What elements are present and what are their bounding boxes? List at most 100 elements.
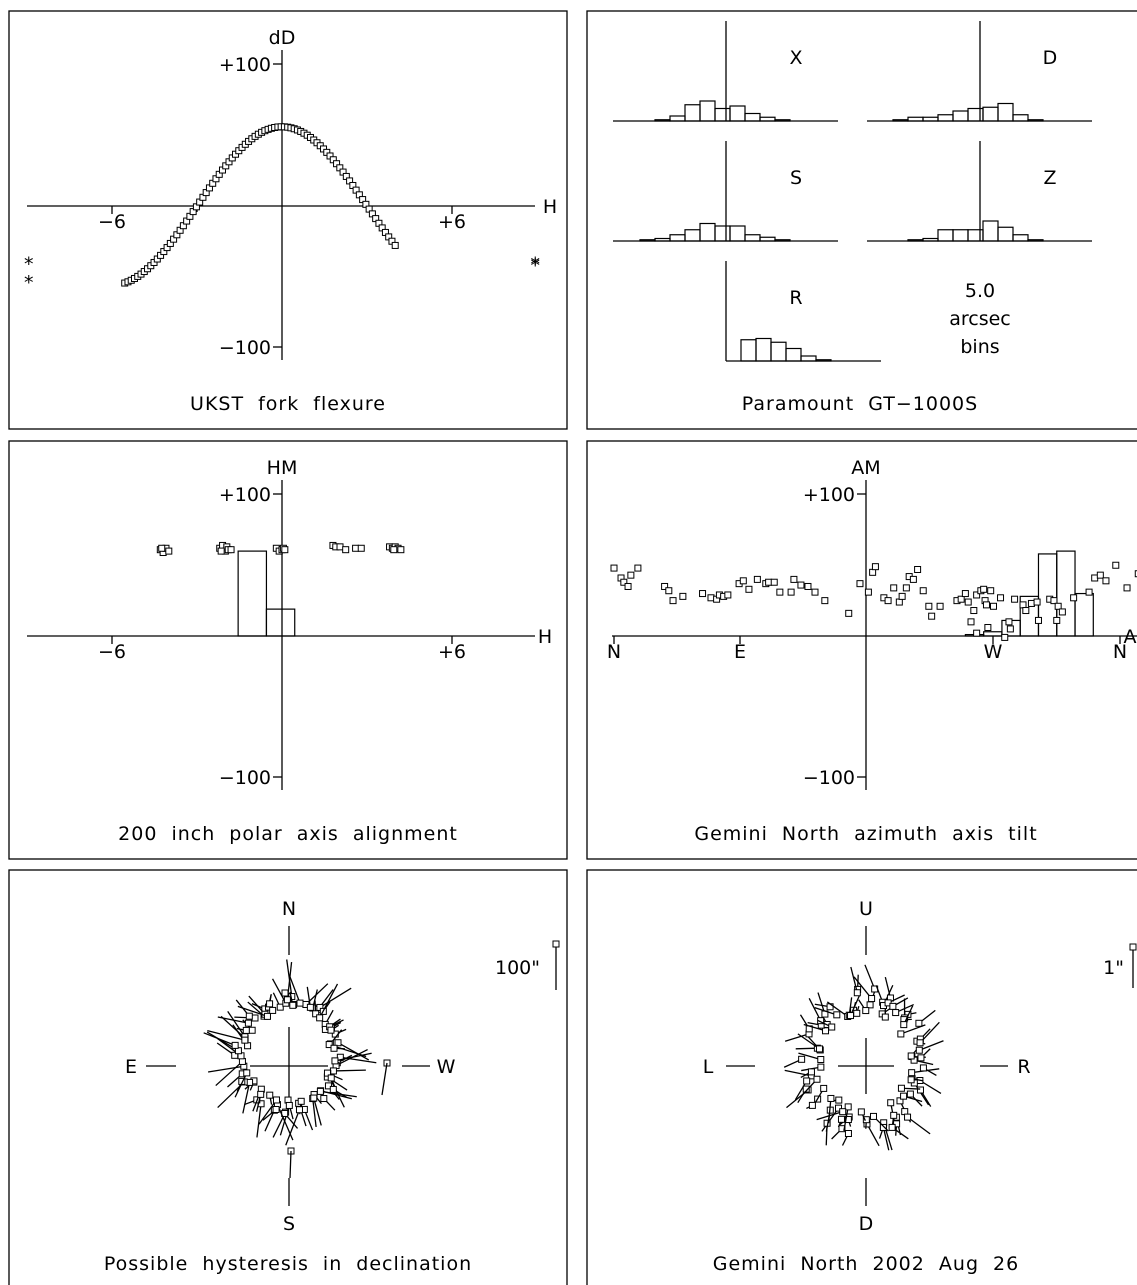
data-point [887,1099,895,1107]
residual-vector [337,1042,370,1061]
hist-bar [237,550,268,637]
data-point [1006,625,1014,633]
data-point [987,587,995,595]
data-point [1070,594,1078,602]
residual-vector [276,1104,294,1141]
hist-bar [699,100,716,122]
data-point [1027,599,1035,607]
data-point [821,597,829,605]
data-point [331,1057,339,1065]
hist-bar [1027,119,1044,122]
hist-bar [684,104,701,122]
chart-azimuth-axis-tilt: AM A +100 −100 N E W N Gemini North azim… [607,457,1137,845]
data-point [1102,577,1110,585]
data-point [833,1011,841,1019]
data-point [879,1123,887,1131]
data-point [835,1096,843,1104]
data-point [276,1003,284,1011]
data-point [724,591,732,599]
compass-north: N [282,898,296,920]
data-point [869,1112,877,1120]
hist-bar [714,107,731,122]
hist-bar [922,116,939,122]
data-point [158,544,166,552]
data-point [919,587,927,595]
residual-vector [864,964,876,990]
data-point [1134,570,1137,578]
data-point [325,1041,333,1049]
star-point: * [530,253,540,275]
hist-label-r: R [789,287,802,309]
residual-vector [814,1007,838,1016]
residual-vector [827,1098,832,1124]
bin-size-unit: arcsec [949,308,1011,330]
data-point [915,1046,923,1054]
data-point [808,1101,816,1109]
data-point [324,1082,332,1090]
data-point [798,1055,806,1063]
star-point: * [24,253,34,275]
data-point [1091,574,1099,582]
hist-bar [997,226,1014,242]
data-point [839,1108,847,1116]
data-point [244,1019,252,1027]
data-point [283,996,291,1004]
data-point [248,1026,256,1034]
residual-vector [289,1150,292,1179]
residual-vector [217,1016,249,1024]
data-point [817,1056,825,1064]
y-axis-label: dD [269,27,296,49]
data-point [1011,595,1019,603]
residual-vector [784,1033,810,1042]
data-point [1085,588,1093,596]
data-point [909,575,917,583]
x-tick-right: +6 [438,641,466,663]
hist-bar [669,115,686,122]
x-tick-e: E [734,641,746,663]
hist-bar [997,102,1014,122]
residual-vector [333,1069,366,1072]
data-point [844,1103,852,1111]
residual-vector [882,1127,890,1151]
data-point [888,1123,896,1131]
data-point [997,594,1005,602]
data-point [770,578,778,586]
data-point [165,547,173,555]
data-point [329,1085,337,1093]
data-point [980,585,988,593]
data-point [610,564,618,572]
panel-caption: Gemini North 2002 Aug 26 [713,1253,1019,1275]
data-point [964,598,972,606]
x-tick-n-left: N [607,641,621,663]
residual-vector [285,1109,301,1146]
data-point [893,1120,901,1128]
data-point [869,568,877,576]
data-point [890,1111,898,1119]
data-point [231,1041,239,1049]
data-point [1123,584,1131,592]
data-point [990,602,997,610]
bin-size-word: bins [960,336,999,358]
hist-bar [774,119,791,122]
data-point [898,592,906,600]
hist-bar [684,229,701,242]
data-point [306,1003,314,1011]
data-point [245,1012,253,1020]
data-point [316,1087,324,1095]
x-tick-n-right: N [1113,641,1127,663]
data-point [312,1010,320,1018]
data-point [238,1057,246,1065]
hist-bar [770,341,787,362]
data-point [973,591,981,599]
data-point [1033,598,1041,606]
data-point [847,1012,855,1020]
hist-bar [654,237,671,242]
hist-bar [759,116,776,122]
data-point [352,544,360,552]
data-point [804,582,812,590]
scale-label: 100" [495,957,540,979]
data-point [330,1044,338,1052]
scale-label: 1" [1103,957,1124,979]
hist-bar [755,337,772,362]
data-point [327,1074,335,1082]
